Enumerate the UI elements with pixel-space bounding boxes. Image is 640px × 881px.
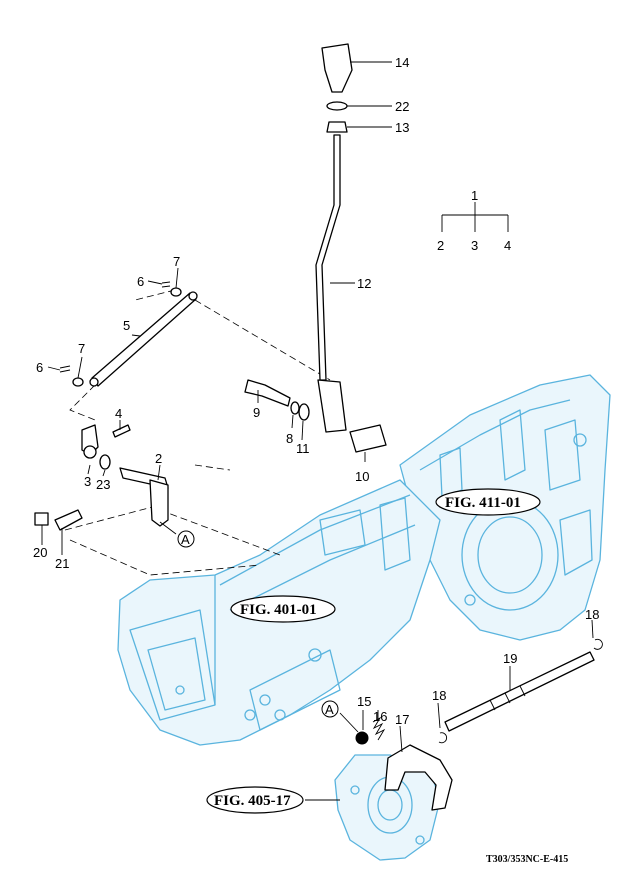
callout-20: 20	[33, 545, 47, 560]
callout-7b: 7	[78, 341, 85, 356]
svg-text:FIG. 401-01: FIG. 401-01	[240, 602, 317, 618]
callout-3: 3	[84, 474, 91, 489]
reference-marker-a-lower: A	[321, 700, 339, 718]
callout-13: 13	[395, 120, 409, 135]
part-18-clip-b	[438, 732, 448, 744]
callout-4: 4	[115, 406, 122, 421]
svg-text:FIG. 411-01: FIG. 411-01	[445, 495, 521, 511]
callout-14: 14	[395, 55, 409, 70]
callout-tree-4: 4	[504, 238, 511, 253]
callout-17: 17	[395, 712, 409, 727]
cover-housing-bottom	[334, 754, 441, 861]
callout-11: 11	[296, 441, 310, 456]
svg-text:A: A	[181, 532, 190, 547]
callout-tree-2: 2	[437, 238, 444, 253]
part-8-washer	[290, 401, 300, 415]
part-14-knob	[321, 43, 353, 93]
callout-12: 12	[357, 276, 371, 291]
callout-7a: 7	[173, 254, 180, 269]
figure-ref-411-01[interactable]: FIG. 411-01	[435, 488, 541, 516]
callout-18b: 18	[432, 688, 446, 703]
part-9-bolt	[244, 379, 291, 407]
part-6-cotter-pin-b	[59, 365, 71, 373]
part-23-snap-ring	[99, 454, 111, 470]
part-21-plate	[54, 509, 83, 531]
callout-21: 21	[55, 556, 69, 571]
part-16-spring	[372, 716, 386, 741]
callout-tree-3: 3	[471, 238, 478, 253]
callout-15: 15	[357, 694, 371, 709]
part-10-pin	[349, 424, 387, 453]
figure-ref-401-01[interactable]: FIG. 401-01	[230, 595, 336, 623]
part-13-nut	[326, 121, 348, 133]
part-19-shaft	[444, 651, 595, 732]
part-7-washer-b	[72, 377, 84, 387]
part-12-lever-base	[317, 379, 347, 433]
callout-23: 23	[96, 477, 110, 492]
callout-22: 22	[395, 99, 409, 114]
callout-6a: 6	[137, 274, 144, 289]
callout-5: 5	[123, 318, 130, 333]
drawing-code: T303/353NC-E-415	[486, 854, 568, 865]
callout-18a: 18	[585, 607, 599, 622]
svg-text:FIG. 405-17: FIG. 405-17	[214, 793, 291, 809]
part-6-cotter-pin-a	[161, 281, 171, 288]
callout-6b: 6	[36, 360, 43, 375]
part-11-washer	[298, 403, 310, 421]
callout-10: 10	[355, 469, 369, 484]
callout-8: 8	[286, 431, 293, 446]
part-18-clip-a	[593, 638, 603, 650]
callout-2: 2	[155, 451, 162, 466]
part-22-washer	[326, 101, 348, 111]
assembly-lines	[64, 289, 331, 576]
part-12-shift-lever	[315, 134, 341, 381]
callout-9: 9	[253, 405, 260, 420]
part-17-shift-fork	[384, 744, 453, 811]
callout-19: 19	[503, 651, 517, 666]
part-20-bolt	[34, 512, 49, 526]
part-2-fork	[149, 479, 169, 527]
callout-1: 1	[471, 188, 478, 203]
svg-text:A: A	[325, 702, 334, 717]
part-4-pin	[112, 424, 131, 438]
part-15-ball	[355, 731, 369, 745]
callout-16: 16	[373, 709, 387, 724]
reference-marker-a-upper: A	[177, 530, 195, 548]
part-7-washer-a	[170, 287, 182, 297]
figure-ref-405-17[interactable]: FIG. 405-17	[206, 786, 304, 814]
part-5-rod	[91, 292, 197, 387]
leader-lines	[41, 61, 594, 801]
